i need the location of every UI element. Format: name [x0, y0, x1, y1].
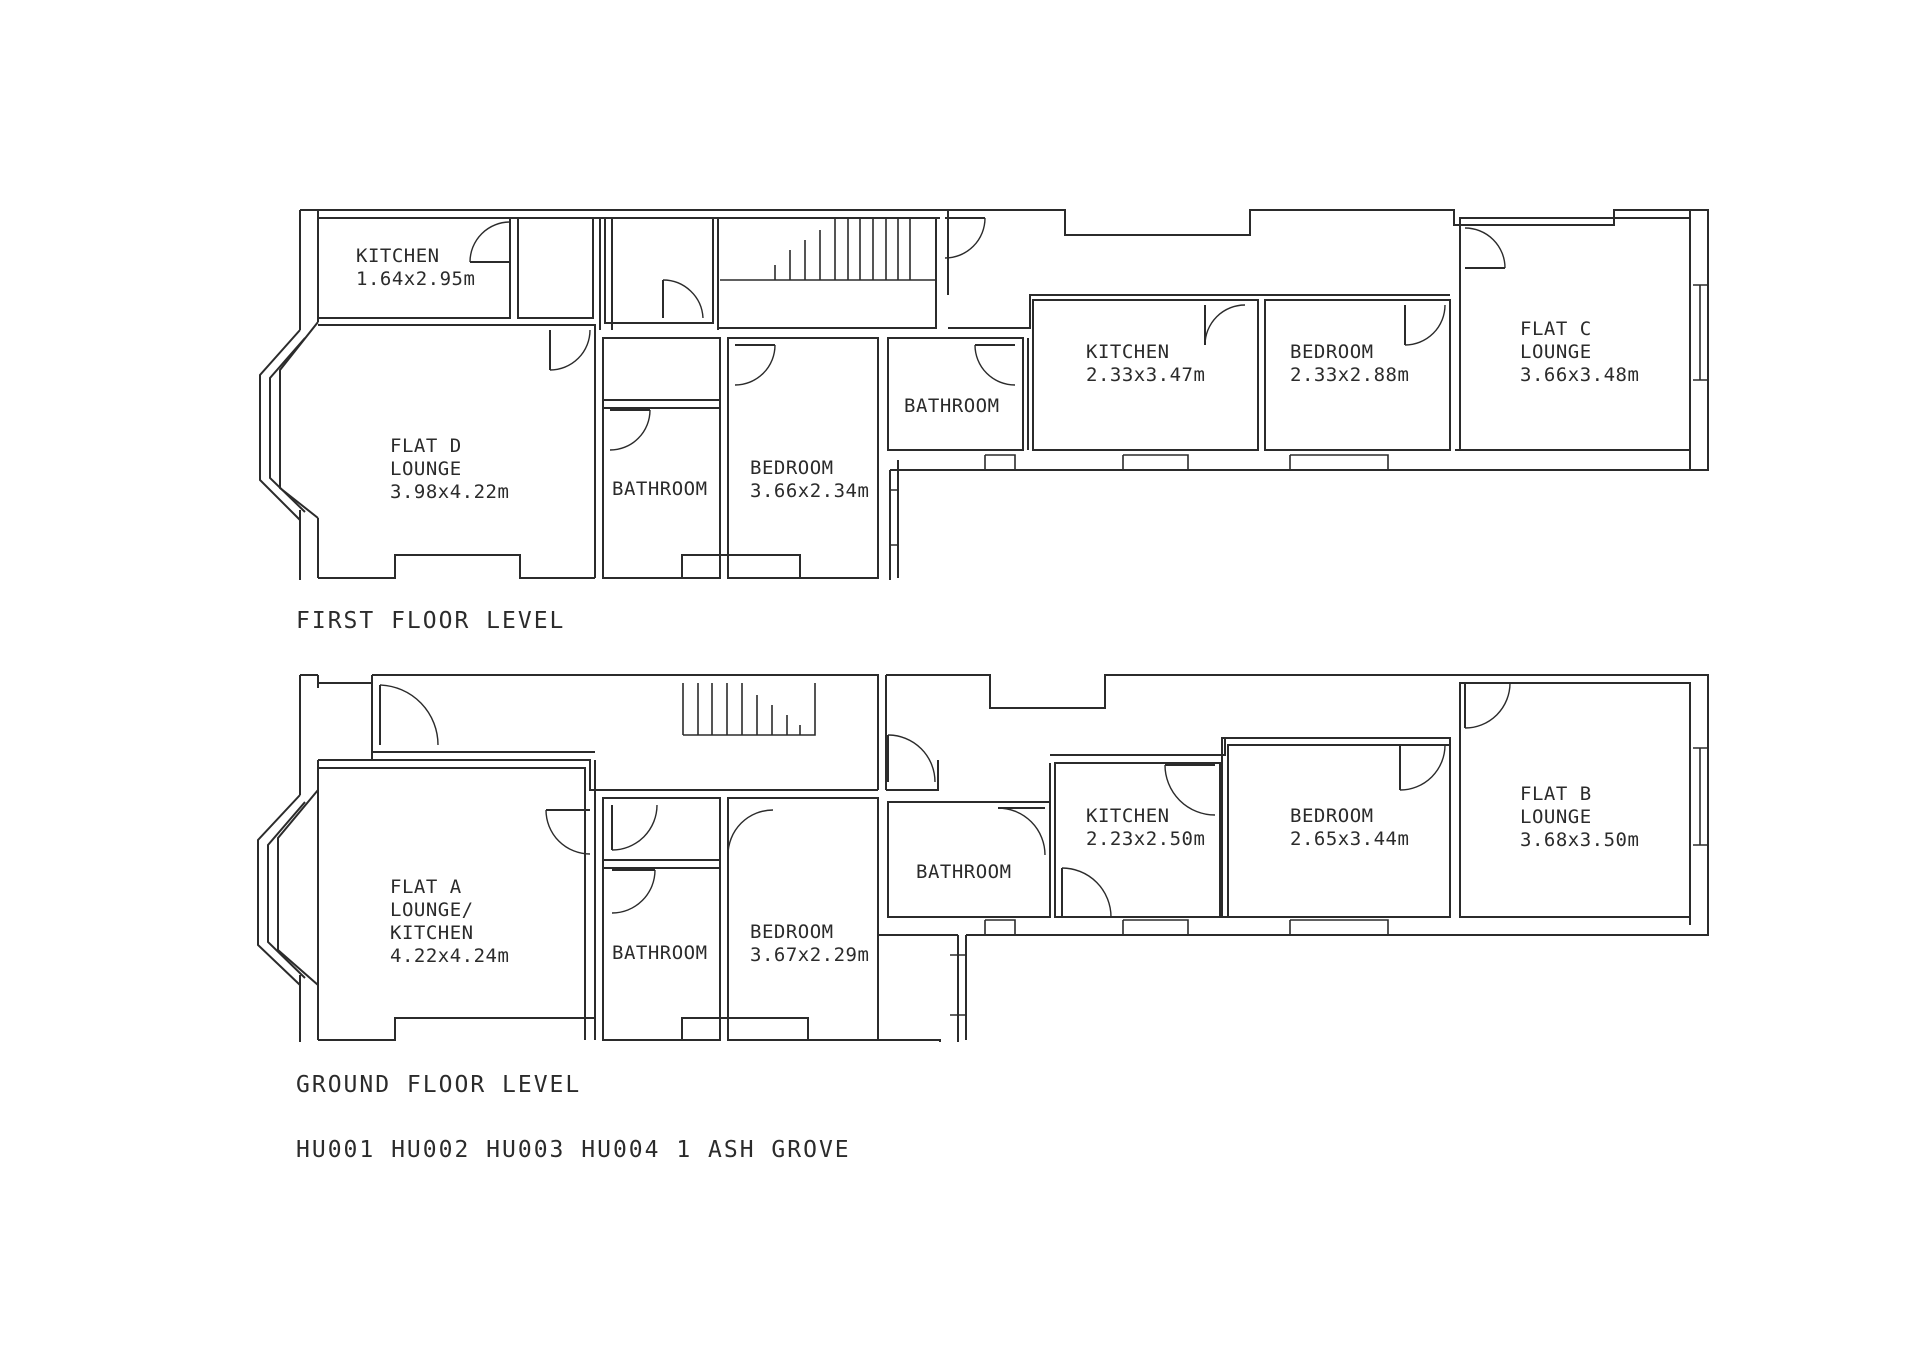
bedroom-a-name: BEDROOM	[750, 921, 834, 943]
bedroom-b-size: 2.65x3.44m	[1290, 828, 1409, 850]
bedroom-a-size: 3.67x2.29m	[750, 944, 869, 966]
flat-d-lounge-size: 3.98x4.22m	[390, 481, 509, 503]
bedroom-d-size: 3.66x2.34m	[750, 480, 869, 502]
ground-floor-interior-walls	[317, 682, 1691, 1041]
first-floor-doors	[469, 217, 1506, 451]
flat-a-lounge-size: 4.22x4.24m	[390, 945, 509, 967]
kitchen-b-size: 2.23x2.50m	[1086, 828, 1205, 850]
flat-a-lounge-name-2: KITCHEN	[390, 922, 474, 944]
bedroom-c-name: BEDROOM	[1290, 341, 1374, 363]
ground-floor-plan: FLAT A LOUNGE/ KITCHEN 4.22x4.24m BATHRO…	[257, 674, 1709, 1098]
kitchen-d-size: 1.64x2.95m	[356, 268, 475, 290]
property-reference: HU001 HU002 HU003 HU004 1 ASH GROVE	[296, 1137, 851, 1163]
kitchen-c-size: 2.33x3.47m	[1086, 364, 1205, 386]
flat-a-lounge-name: LOUNGE/	[390, 899, 474, 921]
flat-b-lounge-size: 3.68x3.50m	[1520, 829, 1639, 851]
flat-a-title: FLAT A	[390, 876, 462, 898]
first-floor-interior-walls	[317, 217, 1691, 579]
ground-floor-labels: FLAT A LOUNGE/ KITCHEN 4.22x4.24m BATHRO…	[296, 783, 1639, 1098]
first-floor-plan: KITCHEN 1.64x2.95m FLAT D LOUNGE 3.98x4.…	[259, 209, 1709, 634]
flat-b-lounge-name: LOUNGE	[1520, 806, 1592, 828]
bedroom-d-name: BEDROOM	[750, 457, 834, 479]
flat-d-lounge-name: LOUNGE	[390, 458, 462, 480]
ground-floor-doors	[379, 682, 1511, 918]
first-floor-labels: KITCHEN 1.64x2.95m FLAT D LOUNGE 3.98x4.…	[296, 245, 1639, 634]
bathroom-c-name: BATHROOM	[904, 395, 1000, 417]
ground-floor-caption: GROUND FLOOR LEVEL	[296, 1072, 581, 1098]
flat-d-title: FLAT D	[390, 435, 462, 457]
ground-floor-outer-walls	[257, 674, 1709, 1042]
kitchen-b-name: KITCHEN	[1086, 805, 1170, 827]
kitchen-d-name: KITCHEN	[356, 245, 440, 267]
bedroom-c-size: 2.33x2.88m	[1290, 364, 1409, 386]
bedroom-b-name: BEDROOM	[1290, 805, 1374, 827]
bathroom-d-name: BATHROOM	[612, 478, 708, 500]
flat-c-lounge-size: 3.66x3.48m	[1520, 364, 1639, 386]
bathroom-a-name: BATHROOM	[612, 942, 708, 964]
kitchen-c-name: KITCHEN	[1086, 341, 1170, 363]
flat-c-title: FLAT C	[1520, 318, 1592, 340]
flat-b-title: FLAT B	[1520, 783, 1592, 805]
bathroom-b-name: BATHROOM	[916, 861, 1012, 883]
flat-c-lounge-name: LOUNGE	[1520, 341, 1592, 363]
first-floor-caption: FIRST FLOOR LEVEL	[296, 608, 565, 634]
